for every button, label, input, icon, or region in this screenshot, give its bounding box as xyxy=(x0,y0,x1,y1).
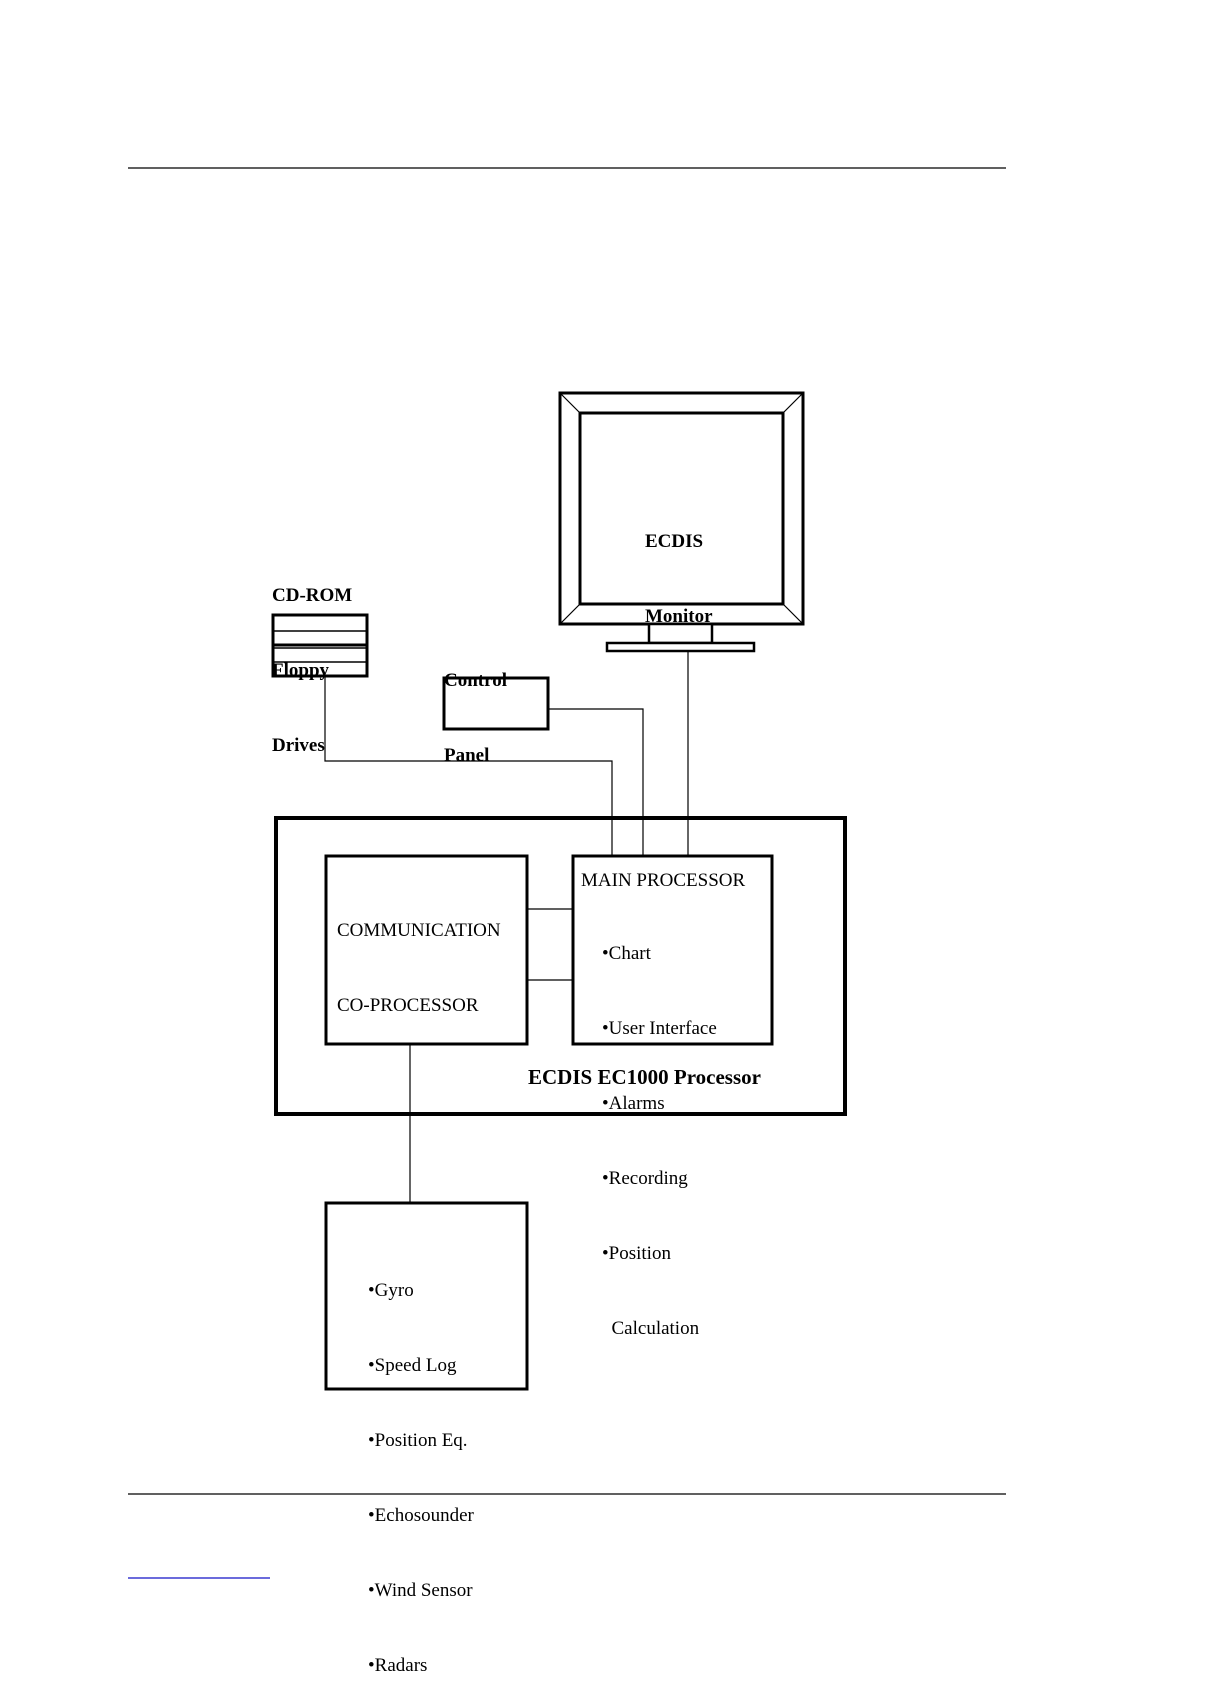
processor-unit-box xyxy=(274,816,847,1116)
sensor-item: •Position Eq. xyxy=(368,1430,468,1451)
comm-coprocessor-line2: CO-PROCESSOR xyxy=(337,995,479,1016)
monitor-icon xyxy=(558,391,805,653)
monitor-label-line2: Monitor xyxy=(645,606,713,627)
function-item: •Recording xyxy=(602,1168,688,1189)
monitor-label: ECDIS Monitor xyxy=(645,479,713,654)
system-diagram xyxy=(128,167,1006,1579)
main-processor-title: MAIN PROCESSOR xyxy=(581,870,746,891)
sensor-item: •Radars xyxy=(368,1655,428,1676)
drives-label-line3: Drives xyxy=(272,735,325,756)
control-panel-label: Control Panel xyxy=(444,618,507,793)
drives-label: CD-ROM Floppy Drives xyxy=(272,533,352,783)
processor-unit-label: ECDIS EC1000 Processor xyxy=(528,1065,761,1089)
drives-label-line2: Floppy xyxy=(272,660,330,681)
function-item: •Chart xyxy=(602,943,651,964)
sensors-list: •Gyro •Speed Log •Position Eq. •Echosoun… xyxy=(368,1228,474,1703)
main-processor-functions: •Chart •User Interface •Alarms •Recordin… xyxy=(602,891,717,1366)
function-item: •Position xyxy=(602,1243,671,1264)
function-item: •User Interface xyxy=(602,1018,717,1039)
sensor-item: •Wind Sensor xyxy=(368,1580,473,1601)
drives-icon xyxy=(271,613,369,678)
comm-coprocessor-label: COMMUNICATION CO-PROCESSOR xyxy=(337,868,501,1043)
sensor-item: •Speed Log xyxy=(368,1355,457,1376)
comm-coprocessor-line1: COMMUNICATION xyxy=(337,920,501,941)
sensor-item: •Gyro xyxy=(368,1280,414,1301)
connection-lines xyxy=(324,651,689,1203)
comm-coprocessor-box xyxy=(324,854,529,1046)
sensors-box xyxy=(324,1201,529,1391)
control-panel-label-line1: Control xyxy=(444,670,507,691)
sensor-item: •Echosounder xyxy=(368,1505,474,1526)
main-processor-box xyxy=(571,854,774,1046)
function-item: •Alarms xyxy=(602,1093,665,1114)
function-item: Calculation xyxy=(602,1318,700,1339)
drives-label-line1: CD-ROM xyxy=(272,585,353,606)
control-panel-label-line2: Panel xyxy=(444,745,490,766)
monitor-label-line1: ECDIS xyxy=(645,531,704,552)
control-panel-box xyxy=(442,676,550,731)
